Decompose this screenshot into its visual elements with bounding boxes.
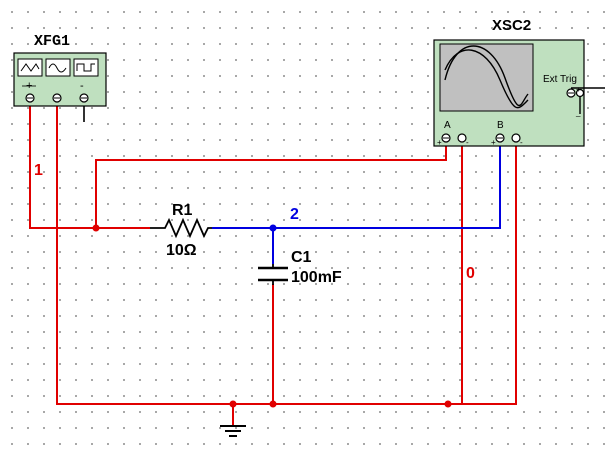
junction-dot bbox=[269, 224, 277, 232]
wire-net2-r1-to-scope-b[interactable] bbox=[212, 144, 501, 229]
function-generator-name: XFG1 bbox=[34, 33, 70, 50]
junction-dot bbox=[444, 400, 452, 408]
channel-b-plus-sign: + bbox=[491, 138, 496, 147]
ext-trig-plus-sign: + bbox=[576, 85, 581, 94]
resistor-symbol bbox=[150, 217, 212, 239]
scope-trace-b bbox=[444, 49, 529, 109]
channel-b-minus-sign: - bbox=[520, 138, 523, 147]
ext-trig-minus-sign: _ bbox=[575, 108, 581, 117]
oscilloscope-name: XSC2 bbox=[492, 17, 531, 34]
junctions bbox=[92, 224, 452, 408]
resistor-name: R1 bbox=[172, 202, 193, 219]
sine-wave-icon bbox=[48, 63, 67, 73]
capacitor-name: C1 bbox=[291, 249, 312, 266]
channel-a-label: A bbox=[444, 120, 451, 131]
channel-a-minus-terminal[interactable] bbox=[457, 133, 467, 143]
square-wave-icon bbox=[76, 63, 95, 72]
wave-buttons bbox=[17, 58, 99, 77]
ext-trig-minus-terminal[interactable] bbox=[575, 88, 585, 98]
ground-symbol bbox=[220, 425, 246, 437]
triangle-wave-icon bbox=[20, 63, 40, 72]
net-label-2: 2 bbox=[290, 206, 299, 223]
capacitor-c1[interactable]: C1 100mF bbox=[258, 249, 342, 286]
square-wave-button[interactable] bbox=[73, 58, 99, 77]
net-label-1: 1 bbox=[34, 162, 43, 179]
channel-a-minus-sign: - bbox=[466, 138, 469, 147]
wires-blue bbox=[212, 144, 501, 264]
wire-net1-to-scope-a[interactable] bbox=[95, 144, 447, 228]
function-generator[interactable]: XFG1 + - bbox=[13, 33, 107, 107]
channel-b-label: B bbox=[497, 120, 504, 131]
junction-dot bbox=[92, 224, 100, 232]
net-label-0: 0 bbox=[466, 265, 475, 282]
generator-minus-label: - bbox=[80, 80, 84, 92]
wire-net0-gen-ground[interactable] bbox=[56, 106, 517, 405]
sine-wave-button[interactable] bbox=[45, 58, 71, 77]
ext-trig-label: Ext Trig bbox=[543, 74, 577, 85]
junction-dot bbox=[269, 400, 277, 408]
resistor-r1[interactable]: R1 10Ω bbox=[150, 202, 212, 259]
channel-b-minus-terminal[interactable] bbox=[511, 133, 521, 143]
junction-dot bbox=[229, 400, 237, 408]
channel-a-plus-sign: + bbox=[437, 138, 442, 147]
wires-red bbox=[29, 106, 517, 426]
capacitor-value: 100mF bbox=[291, 269, 342, 286]
oscilloscope[interactable]: XSC2 Ext Trig + _ A B + - + - bbox=[433, 17, 605, 147]
resistor-value: 10Ω bbox=[166, 242, 197, 259]
oscilloscope-screen bbox=[439, 43, 534, 112]
wire-net1-gen-to-r1[interactable] bbox=[29, 106, 150, 229]
